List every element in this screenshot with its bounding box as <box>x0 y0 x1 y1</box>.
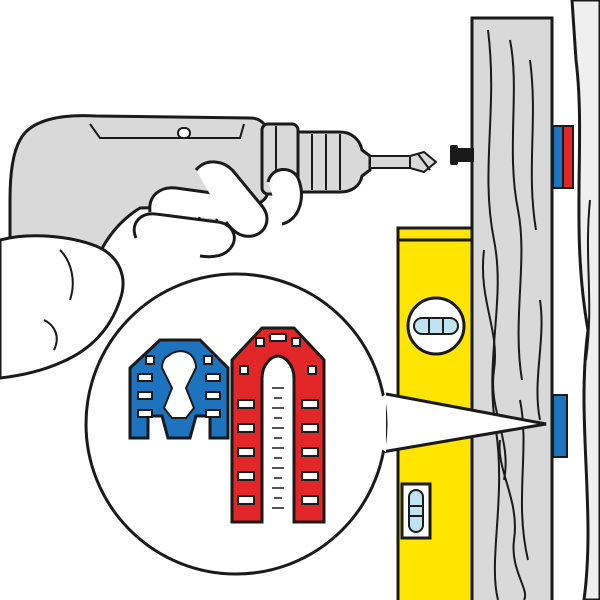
packer-stack-bottom <box>553 395 567 457</box>
wall-surface <box>572 0 600 600</box>
wooden-plank-icon <box>472 18 552 600</box>
level-vial-vertical <box>402 484 430 538</box>
frame-packer-icon <box>130 340 228 438</box>
screw-icon <box>450 145 474 165</box>
wall <box>572 0 600 600</box>
level-vial-horizontal <box>408 298 464 354</box>
drill-bit-icon <box>370 152 436 172</box>
packer-stack-top <box>553 126 573 188</box>
